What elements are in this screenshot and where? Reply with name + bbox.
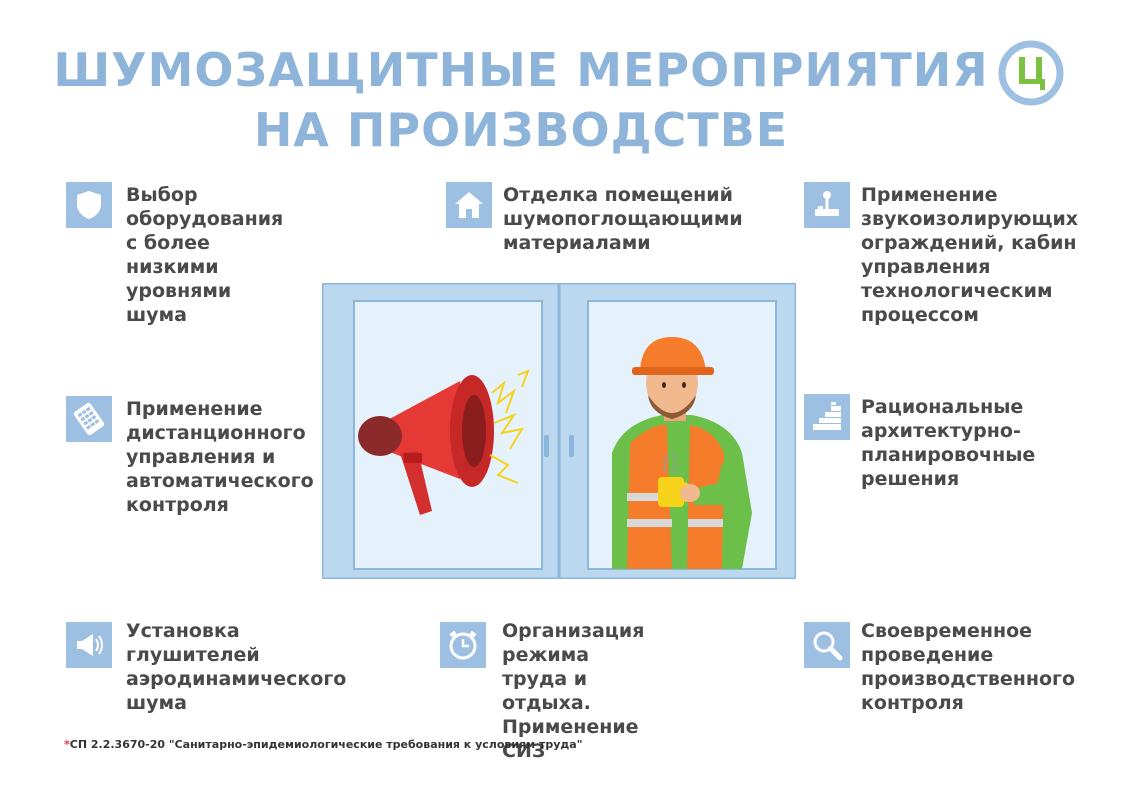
measure-text: Своевременное проведение производственно… [861,620,1076,714]
footnote-text: СП 2.2.3670-20 "Санитарно-эпидемиологиче… [69,738,583,751]
measure-text: Организация режима труда и отдыха. Приме… [502,620,645,762]
measure-text: Рациональные архитектурно- планировочные… [861,396,1036,490]
footnote-star: * [64,738,70,751]
page-title-line-1: ШУМОЗАЩИТНЫЕ МЕРОПРИЯТИЯ [53,43,989,97]
page-title-line-2: НА ПРОИЗВОДСТВЕ [253,103,789,157]
joystick-icon [804,182,850,228]
measure-text: Применение дистанционного управления и а… [126,398,314,516]
building-icon [804,394,850,440]
clock-icon [440,622,486,668]
footnote: *СП 2.2.3670-20 "Санитарно-эпидемиологич… [64,738,582,751]
window-illustration [322,283,796,579]
measure-text: Отделка помещений шумопоглощающими матер… [503,184,743,254]
megaphone-icon [66,622,112,668]
megaphone-illustration [358,369,530,515]
magnifier-icon [804,622,850,668]
measure-text: Применение звукоизолирующих ограждений, … [861,184,1079,326]
remote-control-icon [66,396,112,442]
house-icon [446,182,492,228]
measure-text: Выбор оборудования с более низкими уровн… [126,184,284,326]
measure-text: Установка глушителей аэродинамического ш… [126,620,347,714]
logo-icon [998,40,1064,106]
worker-illustration [612,337,752,569]
shield-icon [66,182,112,228]
